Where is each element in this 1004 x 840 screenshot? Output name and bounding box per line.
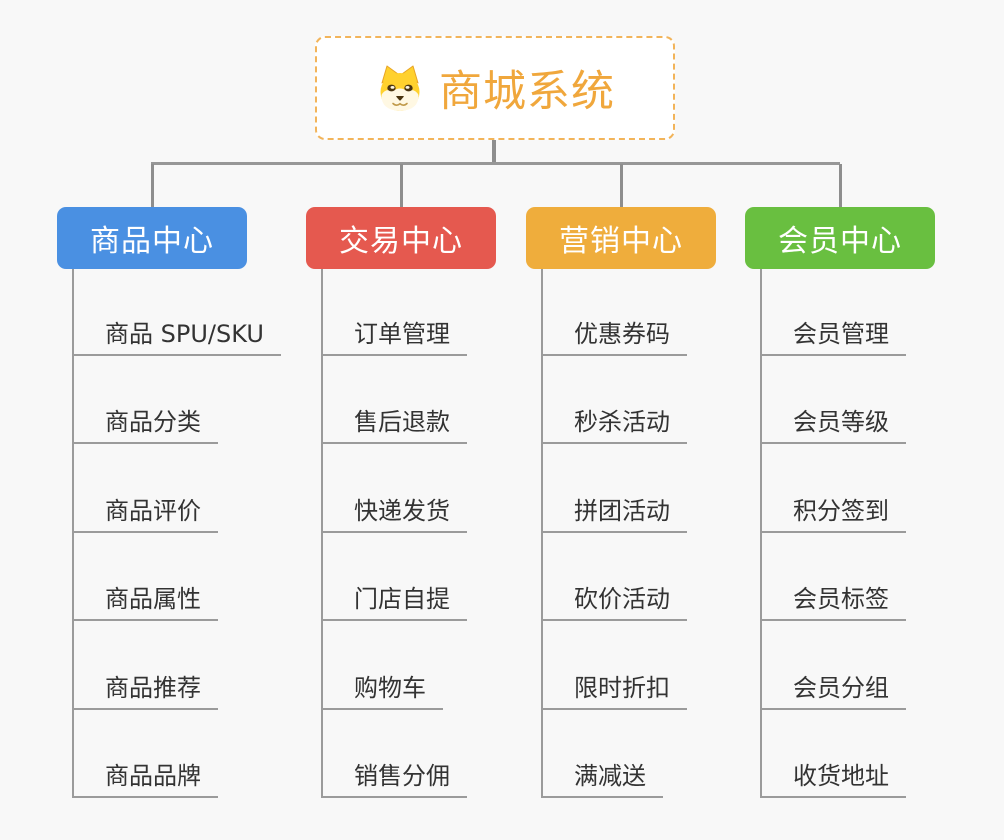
main-horizontal-connector-line	[150, 162, 840, 165]
leaf-node[interactable]: 会员标签	[760, 585, 906, 621]
root-title: 商城系统	[439, 67, 615, 117]
branch-drop-line-product	[150, 164, 154, 208]
leaf-node[interactable]: 订单管理	[321, 320, 467, 356]
leaf-node[interactable]: 拼团活动	[541, 497, 687, 533]
branch-header-product-center[interactable]: 商品中心	[57, 207, 247, 269]
branch-header-marketing-center[interactable]: 营销中心	[526, 207, 716, 269]
leaf-node[interactable]: 门店自提	[321, 585, 467, 621]
leaf-node[interactable]: 砍价活动	[541, 585, 687, 621]
leaf-node[interactable]: 会员等级	[760, 408, 906, 444]
leaf-node[interactable]: 购物车	[321, 674, 443, 710]
branch-drop-line-member	[838, 164, 842, 208]
dog-face-icon	[380, 65, 420, 111]
branch-spine-line	[72, 269, 74, 798]
leaf-node[interactable]: 商品分类	[72, 408, 218, 444]
branch-marketing-center: 营销中心 优惠券码 秒杀活动 拼团活动 砍价活动 限时折扣 满减送	[526, 207, 716, 807]
leaf-node[interactable]: 积分签到	[760, 497, 906, 533]
leaf-node[interactable]: 商品 SPU/SKU	[72, 320, 281, 356]
branch-header-member-center[interactable]: 会员中心	[745, 207, 935, 269]
root-node[interactable]: 商城系统	[315, 36, 675, 140]
leaf-node[interactable]: 秒杀活动	[541, 408, 687, 444]
branch-product-center: 商品中心 商品 SPU/SKU 商品分类 商品评价 商品属性 商品推荐 商品品牌	[57, 207, 281, 807]
leaf-node[interactable]: 收货地址	[760, 762, 906, 798]
leaf-node[interactable]: 商品品牌	[72, 762, 218, 798]
leaf-node[interactable]: 快递发货	[321, 497, 467, 533]
branch-spine-line	[321, 269, 323, 798]
leaf-node[interactable]: 会员管理	[760, 320, 906, 356]
branch-trade-center: 交易中心 订单管理 售后退款 快递发货 门店自提 购物车 销售分佣	[306, 207, 496, 807]
branch-drop-line-marketing	[619, 164, 623, 208]
branch-member-center: 会员中心 会员管理 会员等级 积分签到 会员标签 会员分组 收货地址	[745, 207, 935, 807]
leaf-node[interactable]: 售后退款	[321, 408, 467, 444]
branch-header-trade-center[interactable]: 交易中心	[306, 207, 496, 269]
root-connector-line	[492, 140, 496, 164]
leaf-node[interactable]: 商品推荐	[72, 674, 218, 710]
leaf-node[interactable]: 销售分佣	[321, 762, 467, 798]
leaf-node[interactable]: 会员分组	[760, 674, 906, 710]
leaf-node[interactable]: 限时折扣	[541, 674, 687, 710]
leaf-node[interactable]: 商品评价	[72, 497, 218, 533]
branch-drop-line-trade	[399, 164, 403, 208]
leaf-node[interactable]: 优惠券码	[541, 320, 687, 356]
branch-spine-line	[541, 269, 543, 798]
leaf-node[interactable]: 商品属性	[72, 585, 218, 621]
branch-spine-line	[760, 269, 762, 798]
leaf-node[interactable]: 满减送	[541, 762, 663, 798]
